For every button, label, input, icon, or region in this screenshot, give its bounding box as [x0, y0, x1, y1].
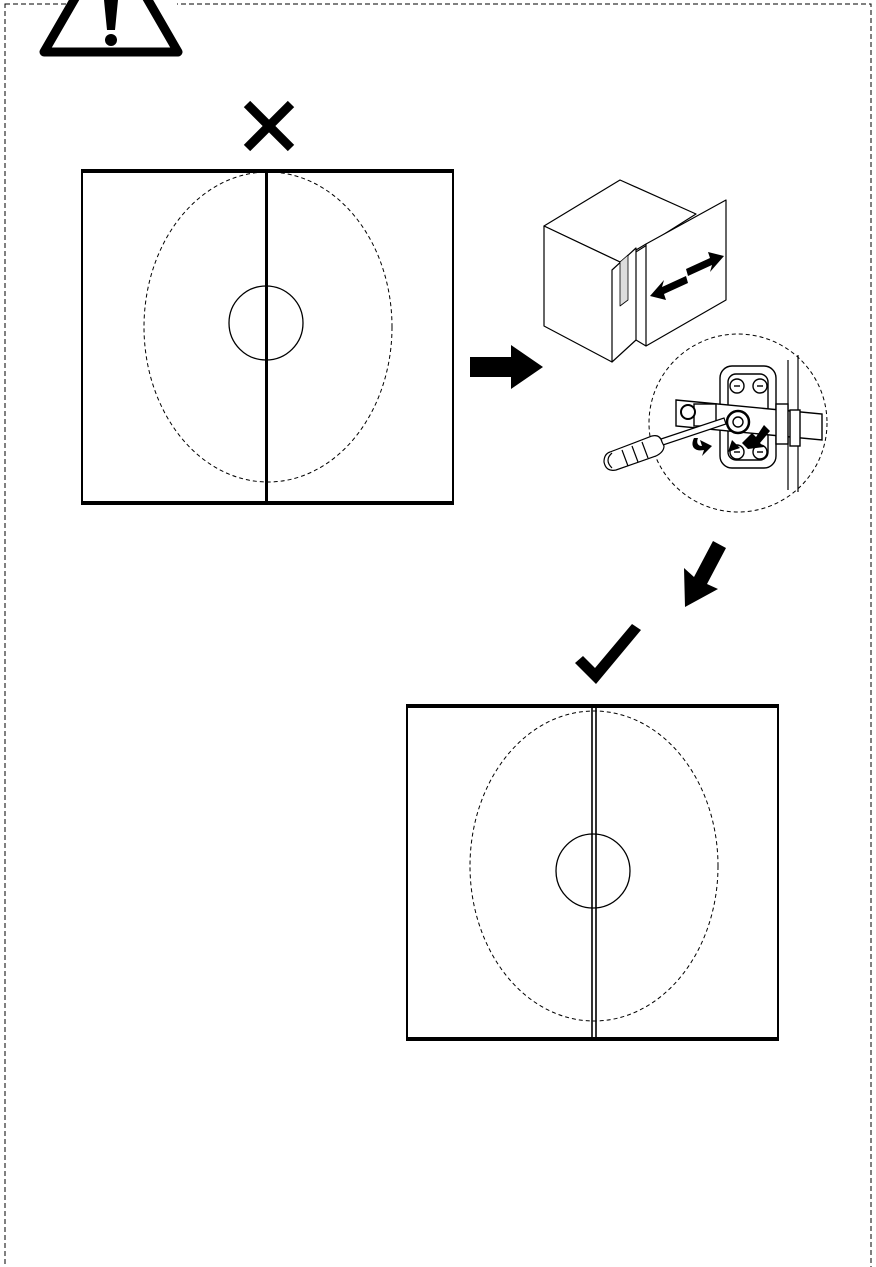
screwdriver-icon [603, 417, 727, 471]
warning-triangle-icon [39, 0, 183, 57]
adjust-rotation-arrows [692, 425, 770, 456]
incorrect-door-panel [81, 169, 454, 505]
cabinet-icon [543, 179, 727, 363]
hinge-detail [648, 333, 828, 513]
handle-zone-outline [469, 710, 719, 1022]
arrow-right-icon [470, 345, 543, 389]
cross-icon [243, 100, 295, 152]
dashed-frame [4, 3, 872, 1267]
door-adjust-arrows [650, 252, 724, 300]
arrow-down-left-icon [684, 541, 726, 607]
correct-door-panel [406, 704, 779, 1041]
check-icon [575, 624, 641, 684]
handle-circle [555, 833, 631, 909]
